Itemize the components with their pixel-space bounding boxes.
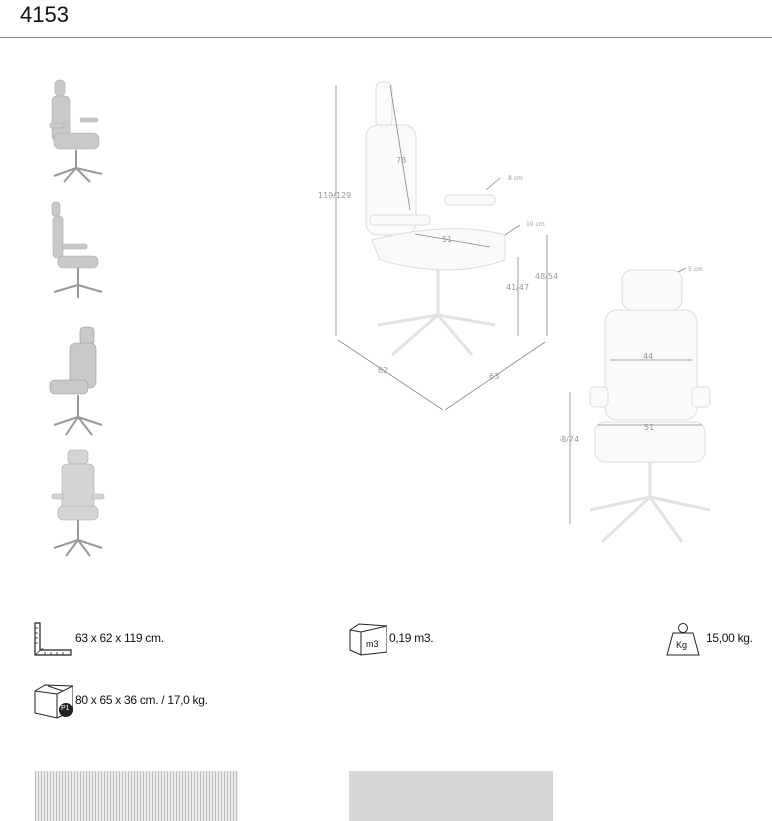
- side-dimension-diagram: 119/129 78 8 cm 10 cm 51 41/47 48/54 62 …: [318, 81, 558, 411]
- front-dimension-diagram: 5 cm 44 51 68/74: [560, 266, 711, 544]
- weight-text: 15,00 kg.: [706, 631, 753, 645]
- dim-arm-gap: 10 cm: [526, 221, 545, 228]
- dimensions-text: 63 x 62 x 119 cm.: [75, 631, 164, 645]
- fabric-swatch-gray: [349, 771, 553, 821]
- header-divider: [0, 37, 772, 38]
- chair-thumbnail-angle: [49, 79, 103, 183]
- dim-seat-height: 41/47: [506, 283, 529, 292]
- chair-thumbnail-side: [51, 201, 103, 298]
- dim-front-arm-height: 68/74: [560, 435, 579, 444]
- volume-badge: m3: [366, 639, 379, 649]
- ruler-square-icon: [34, 622, 72, 656]
- dim-seat-depth: 51: [442, 235, 452, 244]
- dim-headrest: 5 cm: [688, 266, 703, 273]
- fabric-swatch-striped: [35, 771, 238, 821]
- weight-kg-icon: Kg: [664, 622, 702, 656]
- product-code: 4153: [20, 2, 69, 27]
- dim-base-depth: 62: [378, 366, 388, 375]
- cube-m3-icon: m3: [349, 622, 387, 656]
- dim-arm-width: 8 cm: [508, 175, 523, 182]
- chair-thumbnail-front: [51, 449, 105, 557]
- weight-badge: Kg: [676, 640, 688, 650]
- package-badge: P1: [61, 705, 70, 712]
- chair-thumbnail-back: [49, 326, 103, 436]
- dim-seat-width: 51: [644, 423, 654, 432]
- dim-back-width: 44: [643, 352, 653, 361]
- package-text: 80 x 65 x 36 cm. / 17,0 kg.: [75, 693, 208, 707]
- dim-arm-height: 48/54: [535, 272, 558, 281]
- box-p1-icon: P1: [33, 683, 73, 719]
- dim-base-width: 63: [489, 372, 499, 381]
- volume-text: 0,19 m3.: [389, 631, 434, 645]
- dim-height: 119/129: [318, 191, 351, 200]
- dim-back: 78: [396, 156, 406, 165]
